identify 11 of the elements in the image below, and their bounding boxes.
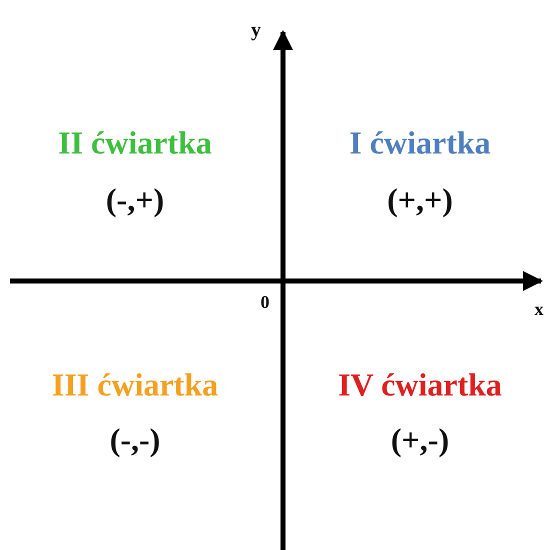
sign-label: (-,+) xyxy=(106,182,164,218)
origin-label: 0 xyxy=(260,293,270,313)
sign-label: (-,-) xyxy=(110,422,160,458)
axis-label: y xyxy=(251,19,261,41)
quadrant-label: IV ćwiartka xyxy=(338,367,502,403)
axis-label: x xyxy=(534,300,544,320)
sign-label: (+,-) xyxy=(390,422,450,458)
sign-label: (+,+) xyxy=(387,182,453,218)
quadrant-label: II ćwiartka xyxy=(58,125,212,161)
quadrant-label: I ćwiartka xyxy=(349,125,491,161)
quadrant-label: III ćwiartka xyxy=(52,367,218,403)
